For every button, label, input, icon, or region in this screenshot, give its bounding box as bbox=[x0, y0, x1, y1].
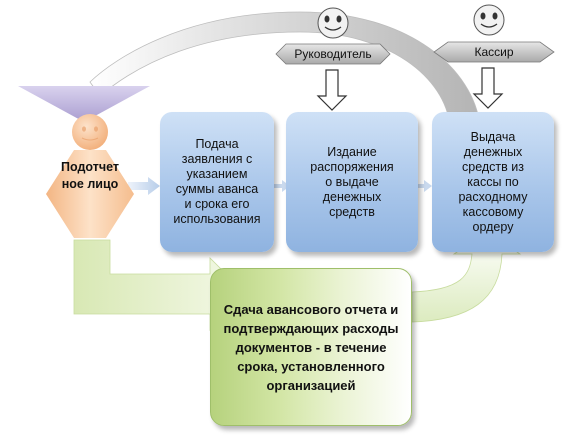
cashier-role-label: Кассир bbox=[448, 44, 540, 60]
cashier-role-shape bbox=[433, 41, 555, 63]
manager-role-shape bbox=[275, 43, 391, 65]
return-arc-arrow bbox=[89, 11, 481, 127]
arrow-person-to-step1 bbox=[128, 177, 160, 195]
step-cash-issue: Выдача денежных средств из кассы по расх… bbox=[432, 112, 554, 252]
arrow-cashier-down bbox=[472, 67, 504, 109]
accountable-person-icon bbox=[46, 114, 134, 238]
step-application: Подача заявления с указанием суммы аванс… bbox=[160, 112, 274, 252]
step-cash-issue-text: Выдача денежных средств из кассы по расх… bbox=[458, 129, 528, 234]
arrow-step2-to-step3 bbox=[418, 180, 432, 192]
manager-role-label: Руководитель bbox=[286, 46, 380, 62]
step-order: Издание распоряжения о выдаче денежных с… bbox=[286, 112, 418, 252]
accountable-person-label: Подотчет ное лицо bbox=[52, 158, 128, 194]
step-order-text: Издание распоряжения о выдаче денежных с… bbox=[310, 144, 394, 219]
cashier-role-text: Кассир bbox=[474, 45, 514, 59]
cashier-smiley-icon bbox=[473, 4, 505, 36]
manager-smiley-icon bbox=[317, 7, 349, 39]
report-to-cashier-arrow bbox=[411, 231, 522, 323]
return-arc-arrowhead bbox=[18, 86, 150, 122]
step-application-text: Подача заявления с указанием суммы аванс… bbox=[173, 137, 261, 226]
manager-role-text: Руководитель bbox=[294, 47, 372, 61]
report-submission-text: Сдача авансового отчета и подтверждающих… bbox=[223, 301, 399, 393]
report-submission-box: Сдача авансового отчета и подтверждающих… bbox=[210, 268, 412, 426]
accountable-person-text: Подотчет ное лицо bbox=[60, 160, 119, 191]
arrow-manager-down bbox=[316, 69, 348, 111]
